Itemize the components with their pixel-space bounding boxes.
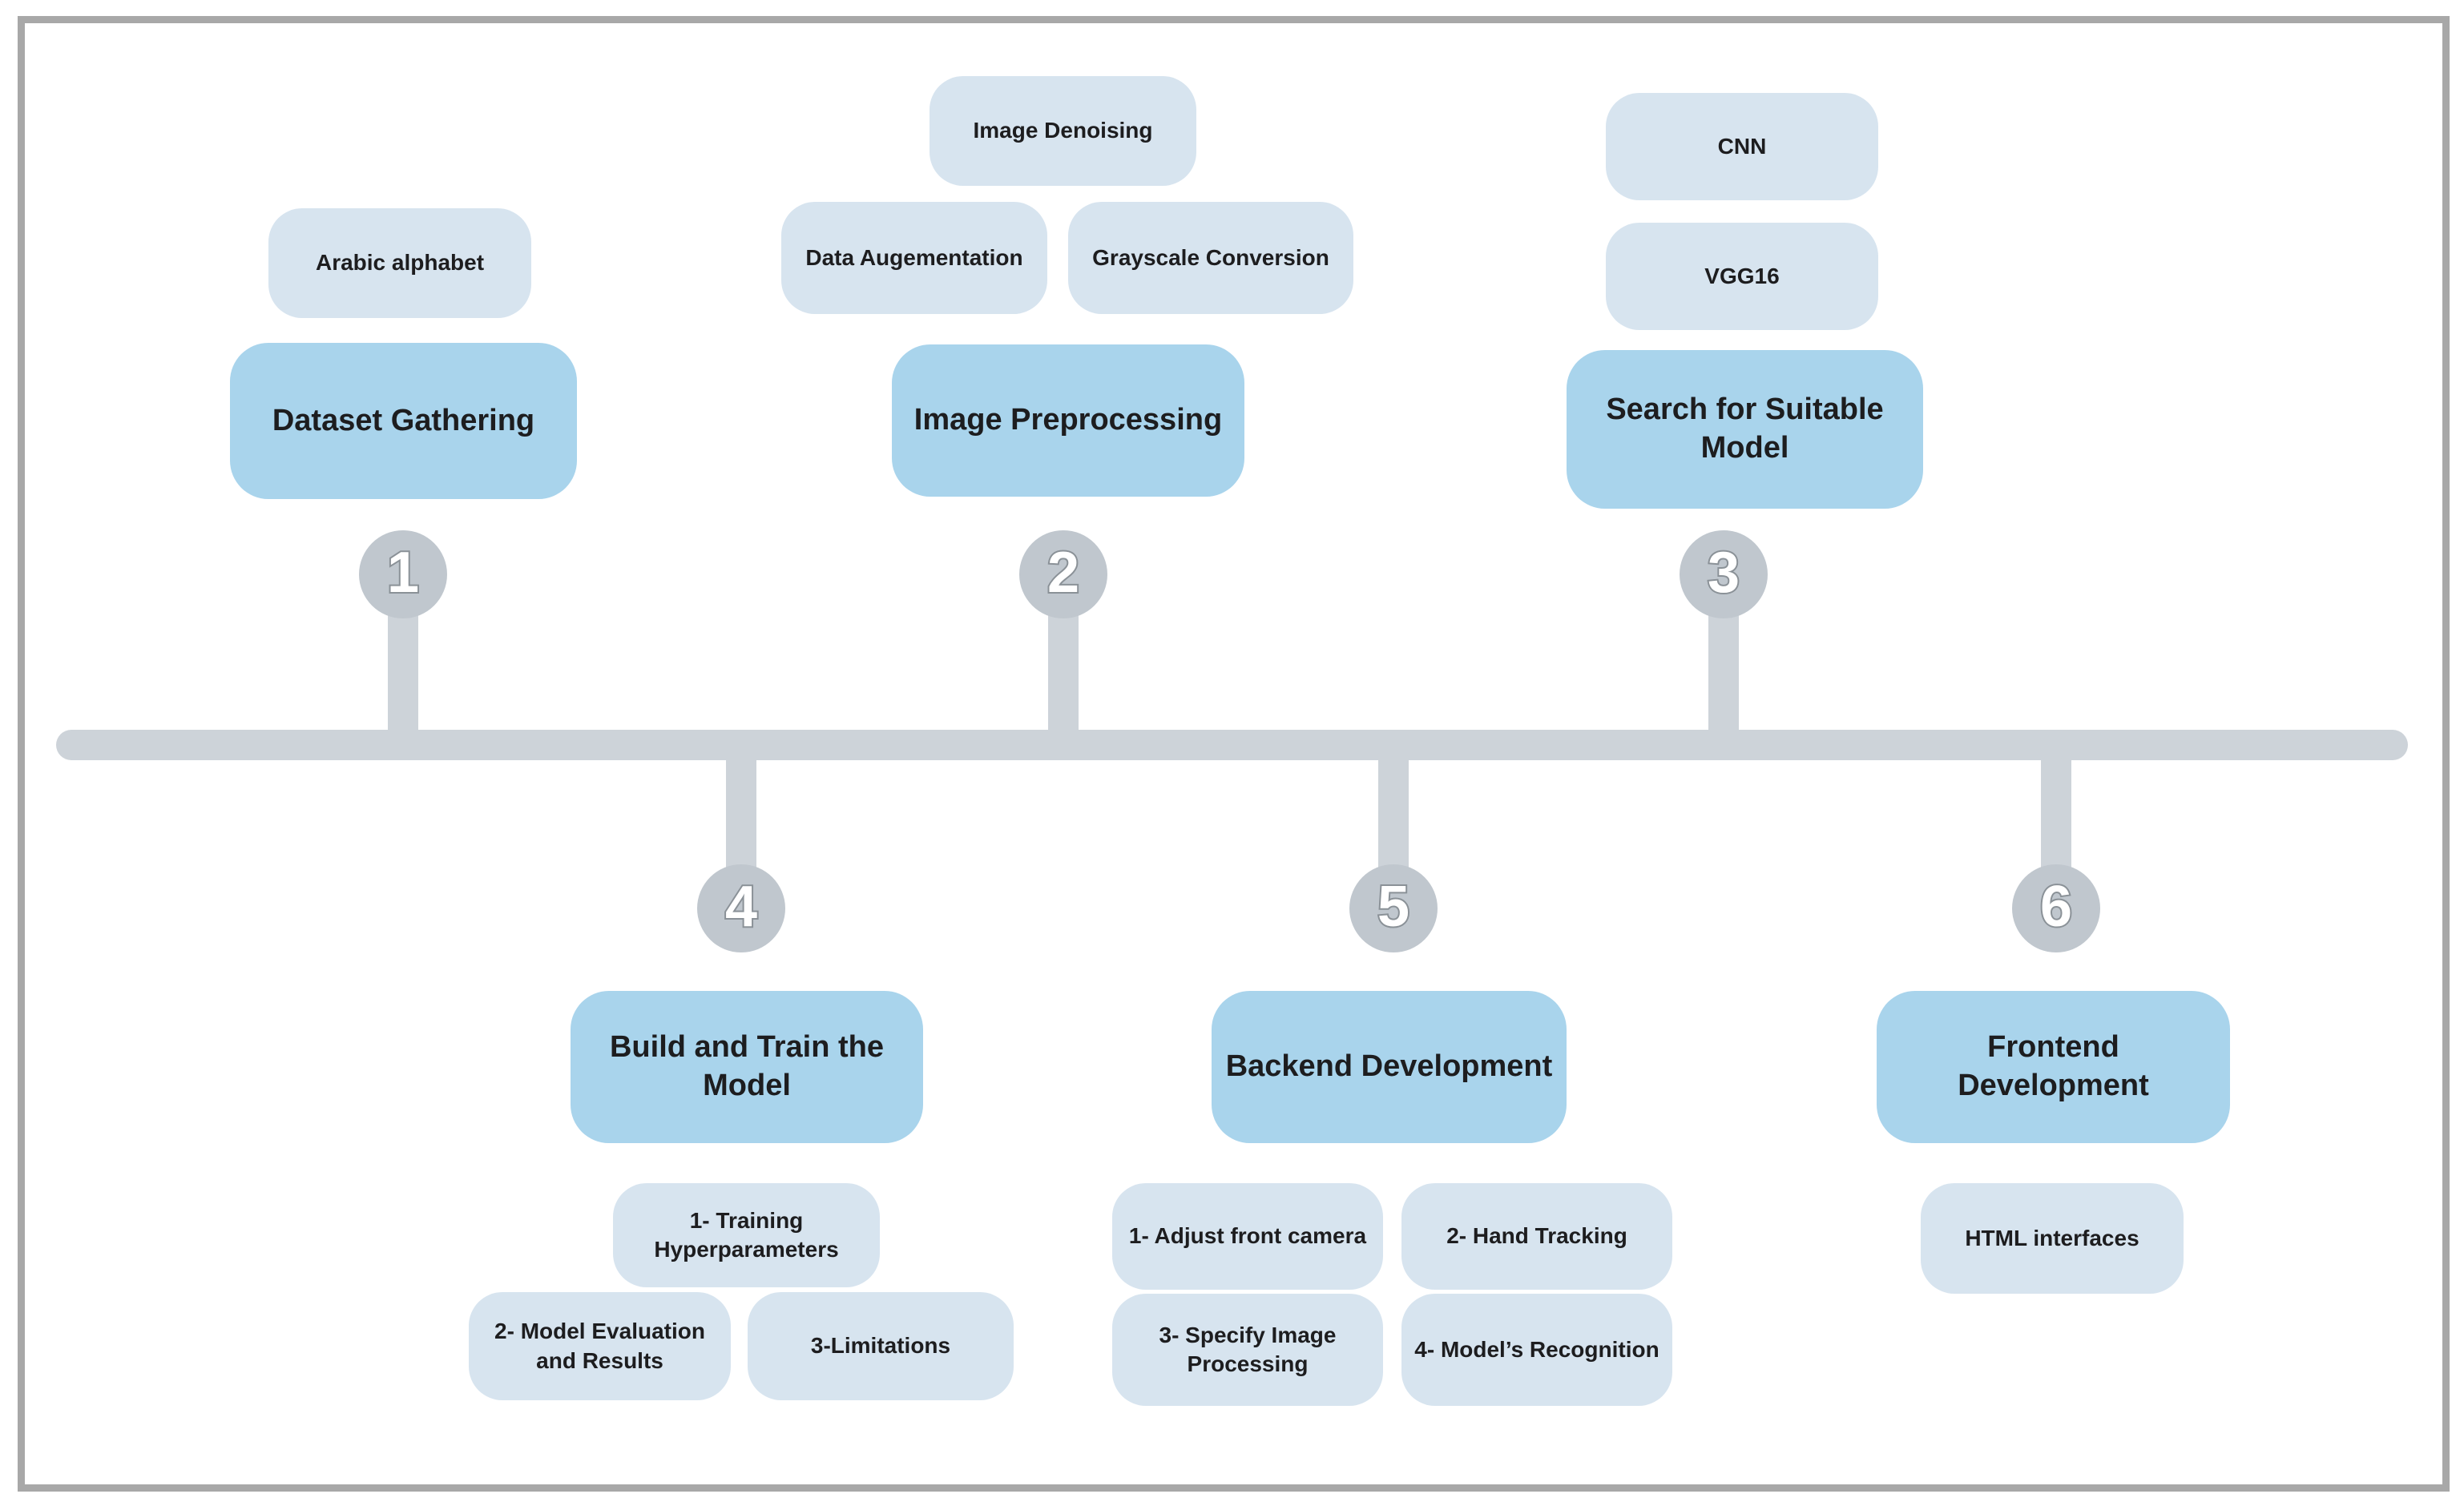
item-box-limitations: 3-Limitations <box>748 1292 1014 1400</box>
connector-step-6 <box>2041 760 2071 872</box>
item-box-data-augementation: Data Augementation <box>781 202 1047 314</box>
milestone-node-6: 6 <box>2012 864 2100 952</box>
milestone-node-4: 4 <box>697 864 785 952</box>
milestone-node-1: 1 <box>359 530 447 618</box>
item-box-image-denoising: Image Denoising <box>930 76 1196 186</box>
item-box-model-evaluation-and-results: 2- Model Evaluation and Results <box>469 1292 731 1400</box>
milestone-node-3: 3 <box>1680 530 1768 618</box>
timeline-bar <box>56 730 2408 760</box>
title-box-frontend-development: Frontend Development <box>1877 991 2230 1143</box>
item-box-arabic-alphabet: Arabic alphabet <box>268 208 531 318</box>
milestone-number-2: 2 <box>1046 541 1081 605</box>
milestone-number-6: 6 <box>2039 875 2074 939</box>
title-box-dataset-gathering: Dataset Gathering <box>230 343 577 499</box>
milestone-number-3: 3 <box>1706 541 1741 605</box>
item-box-html-interfaces: HTML interfaces <box>1921 1183 2184 1294</box>
item-box-cnn: CNN <box>1606 93 1878 200</box>
item-box-adjust-front-camera: 1- Adjust front camera <box>1112 1183 1383 1290</box>
title-box-build-and-train-the-model: Build and Train the Model <box>571 991 923 1143</box>
item-box-models-recognition: 4- Model’s Recognition <box>1401 1294 1672 1406</box>
diagram-frame <box>18 16 2450 1492</box>
title-box-search-for-suitable-model: Search for Suitable Model <box>1567 350 1923 509</box>
connector-step-4 <box>726 760 756 872</box>
milestone-node-5: 5 <box>1349 864 1438 952</box>
milestone-number-5: 5 <box>1376 875 1411 939</box>
item-box-training-hyperparameters: 1- Training Hyperparameters <box>613 1183 880 1287</box>
item-box-grayscale-conversion: Grayscale Conversion <box>1068 202 1353 314</box>
milestone-node-2: 2 <box>1019 530 1107 618</box>
item-box-vgg16: VGG16 <box>1606 223 1878 330</box>
connector-step-5 <box>1378 760 1409 872</box>
milestone-number-1: 1 <box>385 541 421 605</box>
item-box-specify-image-processing: 3- Specify Image Processing <box>1112 1294 1383 1406</box>
milestone-number-4: 4 <box>724 875 759 939</box>
title-box-backend-development: Backend Development <box>1212 991 1567 1143</box>
item-box-hand-tracking: 2- Hand Tracking <box>1401 1183 1672 1290</box>
title-box-image-preprocessing: Image Preprocessing <box>892 344 1244 497</box>
